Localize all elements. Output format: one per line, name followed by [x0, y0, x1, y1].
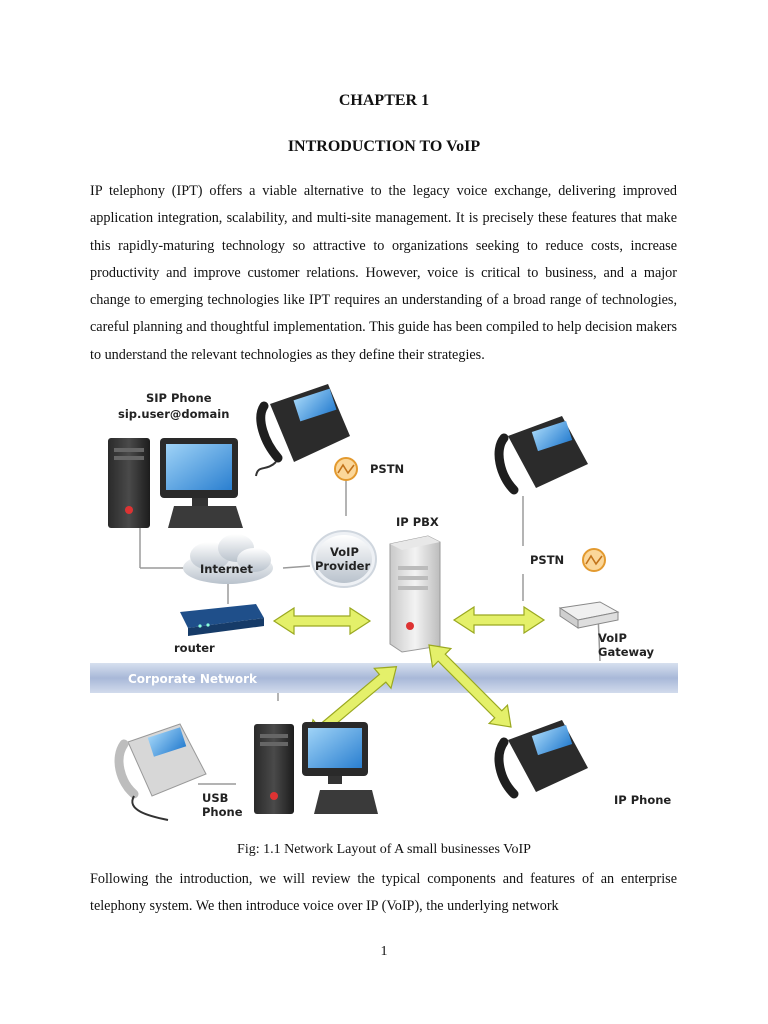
- voip-provider-label-1: VoIP: [330, 545, 359, 559]
- voip-provider-label-2: Provider: [315, 559, 370, 573]
- desk-phone-right-icon: [494, 416, 588, 495]
- voip-gateway-icon: [558, 601, 620, 629]
- intro-paragraph: IP telephony (IPT) offers a viable alter…: [90, 183, 677, 363]
- internet-cloud-icon: [183, 534, 273, 584]
- page-number: 1: [380, 944, 388, 959]
- corporate-network-label: Corporate Network: [128, 672, 258, 686]
- following-paragraph: Following the introduction, we will revi…: [90, 871, 677, 915]
- network-diagram: Corporate Network SIP Phone sip.user@dom…: [88, 376, 680, 836]
- ip-pbx-server-icon: [389, 535, 441, 653]
- pstn-top-icon: [334, 457, 358, 481]
- figure-caption: Fig: 1.1 Network Layout of A small busin…: [237, 842, 531, 857]
- sip-phone-address: sip.user@domain: [118, 407, 229, 421]
- usb-phone-label-1: USB: [202, 791, 228, 805]
- usb-phone-icon: [114, 723, 207, 821]
- ip-phone-icon: [494, 720, 588, 799]
- pstn-right-label: PSTN: [530, 553, 564, 567]
- bottom-computer-icon: [254, 722, 378, 814]
- arrow-router-pbx: [272, 606, 372, 636]
- arrow-pbx-ip-phone: [428, 644, 512, 728]
- voip-provider-icon: [311, 530, 377, 588]
- usb-phone-label-2: Phone: [202, 805, 243, 819]
- chapter-title: INTRODUCTION TO VoIP: [287, 138, 481, 155]
- pstn-top-label: PSTN: [370, 462, 404, 476]
- pstn-right-icon: [582, 548, 606, 572]
- internet-label: Internet: [200, 562, 253, 576]
- voip-gateway-label-1: VoIP: [598, 631, 627, 645]
- voip-gateway-label-2: Gateway: [598, 645, 655, 659]
- ip-pbx-label: IP PBX: [396, 515, 439, 529]
- ip-phone-label: IP Phone: [614, 793, 671, 807]
- router-label: router: [174, 641, 215, 655]
- chapter-heading: CHAPTER 1: [338, 92, 430, 109]
- desk-phone-top-icon: [255, 384, 350, 477]
- sip-phone-label: SIP Phone: [146, 391, 212, 405]
- router-icon: [180, 604, 264, 636]
- arrow-pbx-gateway: [452, 605, 546, 635]
- sip-phone-computer-icon: [108, 438, 243, 528]
